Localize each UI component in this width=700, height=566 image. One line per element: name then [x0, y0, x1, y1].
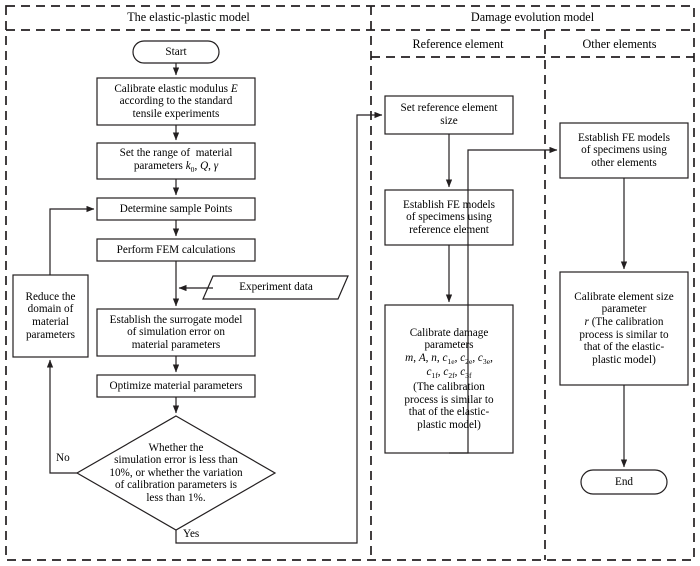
edge-reduce-to-points [49, 205, 95, 275]
node-perform-fem-label[interactable]: Perform FEM calculations [116, 243, 236, 256]
node-experiment-data-label[interactable]: Experiment data [239, 281, 313, 294]
edge-decision-yes-to-setref [175, 111, 383, 544]
node-establish-fe-ref-shape [384, 189, 514, 246]
node-establish-fe-other-shape [559, 122, 689, 179]
node-calibrate-damage-shape [384, 304, 514, 454]
edge-label-no: No [56, 452, 70, 464]
panel-header-left: The elastic-plastic model [127, 10, 250, 24]
outer-dashed-frame [5, 5, 695, 561]
node-calibrate-E-shape [96, 77, 256, 126]
edge-label-yes: Yes [183, 528, 200, 540]
edge-decision-no-to-reduce [46, 359, 77, 474]
node-set-ref-size-shape [384, 95, 514, 135]
node-experiment-data-shape [202, 275, 349, 300]
node-calibrate-elem-size-shape [559, 271, 689, 386]
panel-header-other-elements: Other elements [582, 37, 657, 51]
node-end-shape [580, 469, 668, 495]
node-start-label[interactable]: Start [165, 45, 187, 58]
edge-calibratedamage-to-establishfeother [449, 146, 558, 454]
node-end-label[interactable]: End [614, 475, 634, 488]
panel-header-reference-element: Reference element [412, 37, 504, 51]
node-optimize-material-parameters-label[interactable]: Optimize material parameters [109, 379, 243, 392]
node-establish-surrogate-shape [96, 308, 256, 357]
node-determine-sample-points-label[interactable]: Determine sample Points [119, 202, 233, 215]
panel-header-right: Damage evolution model [470, 10, 595, 24]
